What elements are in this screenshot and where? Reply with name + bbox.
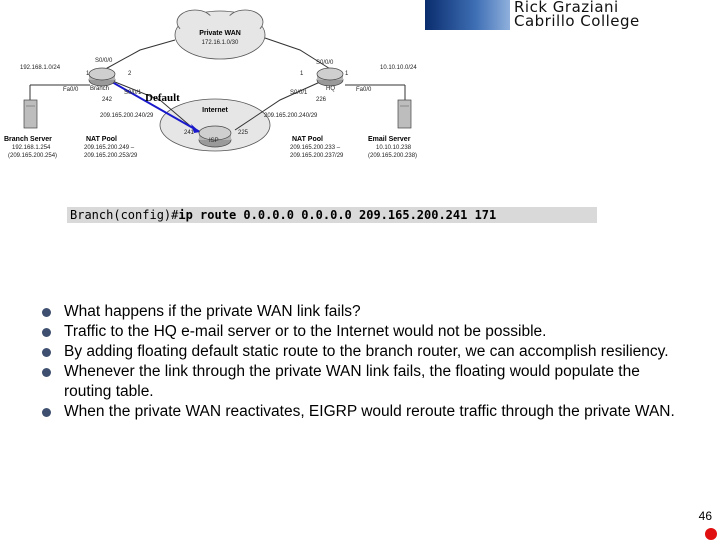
branch-name: Branch bbox=[90, 86, 109, 92]
branch-if-num1: 1 bbox=[86, 71, 90, 77]
nat-left-l2: 209.165.200.253/29 bbox=[84, 153, 138, 159]
bullet-icon bbox=[42, 408, 51, 417]
bullet-text: By adding floating default static route … bbox=[64, 343, 669, 360]
net-left-label: 209.165.200.240/29 bbox=[100, 113, 154, 119]
banner-text: Rick Graziani Cabrillo College bbox=[510, 0, 720, 30]
branch-server-ip2: (209.165.200.254) bbox=[8, 153, 57, 159]
email-server-ip1: 10.10.10.238 bbox=[376, 145, 412, 151]
bullet-text: What happens if the private WAN link fai… bbox=[64, 303, 361, 320]
default-route-arrow bbox=[111, 81, 201, 133]
hq-if-num1: 1 bbox=[300, 71, 304, 77]
nat-right-l1: 209.165.200.233 – bbox=[290, 145, 341, 151]
bullet-icon bbox=[42, 368, 51, 377]
hq-router-icon bbox=[316, 67, 344, 87]
list-item: By adding floating default static route … bbox=[40, 342, 690, 362]
branch-242: 242 bbox=[102, 97, 113, 103]
hq-226: 226 bbox=[316, 97, 327, 103]
list-item: Traffic to the HQ e-mail server or to th… bbox=[40, 322, 690, 342]
list-item: Whenever the link through the private WA… bbox=[40, 362, 690, 402]
hq-lan-label: 10.10.10.0/24 bbox=[380, 65, 417, 71]
command-line: Branch(config)#ip route 0.0.0.0 0.0.0.0 … bbox=[67, 207, 597, 223]
internet-cloud: Internet bbox=[159, 98, 271, 152]
private-wan-cloud: Private WAN 172.16.1.0/30 bbox=[174, 9, 266, 60]
branch-if-num2: 2 bbox=[128, 71, 132, 77]
branch-server-icon bbox=[23, 99, 38, 129]
nat-left-l1: 209.165.200.249 – bbox=[84, 145, 135, 151]
bullet-text: Whenever the link through the private WA… bbox=[64, 363, 640, 400]
branch-server-title: Branch Server bbox=[4, 136, 52, 143]
nat-right-l2: 209.165.200.237/29 bbox=[290, 153, 344, 159]
hq-if-num2: 1 bbox=[345, 71, 349, 77]
hq-s000-label: S0/0/0 bbox=[316, 60, 334, 66]
private-wan-title: Private WAN bbox=[199, 30, 241, 37]
college-name: Cabrillo College bbox=[514, 12, 640, 30]
bullet-icon bbox=[42, 308, 51, 317]
branch-s000-label: S0/0/0 bbox=[95, 58, 113, 64]
isp-name: ISP bbox=[209, 138, 219, 144]
net-right-label: 209.165.200.240/29 bbox=[264, 113, 318, 119]
bullet-icon bbox=[42, 328, 51, 337]
nat-right-title: NAT Pool bbox=[292, 136, 323, 143]
command-prompt: Branch(config)# bbox=[70, 208, 179, 222]
title-banner: Rick Graziani Cabrillo College bbox=[425, 0, 720, 30]
isp-241: 241 bbox=[184, 130, 195, 136]
branch-lan-label: 192.168.1.0/24 bbox=[20, 65, 61, 71]
command-text: ip route 0.0.0.0 0.0.0.0 209.165.200.241… bbox=[178, 208, 497, 222]
banner-logo-strip bbox=[425, 0, 510, 30]
hq-s001-label: S0/0/1 bbox=[290, 90, 308, 96]
nat-left-title: NAT Pool bbox=[86, 136, 117, 143]
bullet-text: When the private WAN reactivates, EIGRP … bbox=[64, 403, 675, 420]
email-server-ip2: (209.165.200.238) bbox=[368, 153, 417, 159]
isp-router-icon bbox=[198, 125, 232, 148]
hq-name: HQ bbox=[326, 86, 335, 92]
default-label: Default bbox=[145, 92, 180, 104]
isp-225: 225 bbox=[238, 130, 249, 136]
list-item: When the private WAN reactivates, EIGRP … bbox=[40, 402, 690, 422]
record-indicator-icon bbox=[705, 528, 717, 540]
bullet-list: What happens if the private WAN link fai… bbox=[40, 302, 690, 422]
page-number: 46 bbox=[698, 509, 712, 523]
branch-router-icon bbox=[88, 67, 116, 87]
bullet-icon bbox=[42, 348, 51, 357]
private-wan-net: 172.16.1.0/30 bbox=[202, 40, 239, 46]
internet-label: Internet bbox=[202, 107, 228, 114]
hq-fa0-label: Fa0/0 bbox=[356, 87, 372, 93]
list-item: What happens if the private WAN link fai… bbox=[40, 302, 690, 322]
branch-s001-label: S0/0/1 bbox=[124, 90, 142, 96]
branch-fa0-label: Fa0/0 bbox=[63, 87, 79, 93]
email-server-icon bbox=[397, 99, 412, 129]
branch-server-ip1: 192.168.1.254 bbox=[12, 145, 51, 151]
email-server-title: Email Server bbox=[368, 136, 411, 143]
bullet-text: Traffic to the HQ e-mail server or to th… bbox=[64, 323, 547, 340]
network-diagram: Private WAN 172.16.1.0/30 Internet bbox=[4, 9, 417, 159]
author-name: Rick Graziani bbox=[514, 0, 619, 16]
